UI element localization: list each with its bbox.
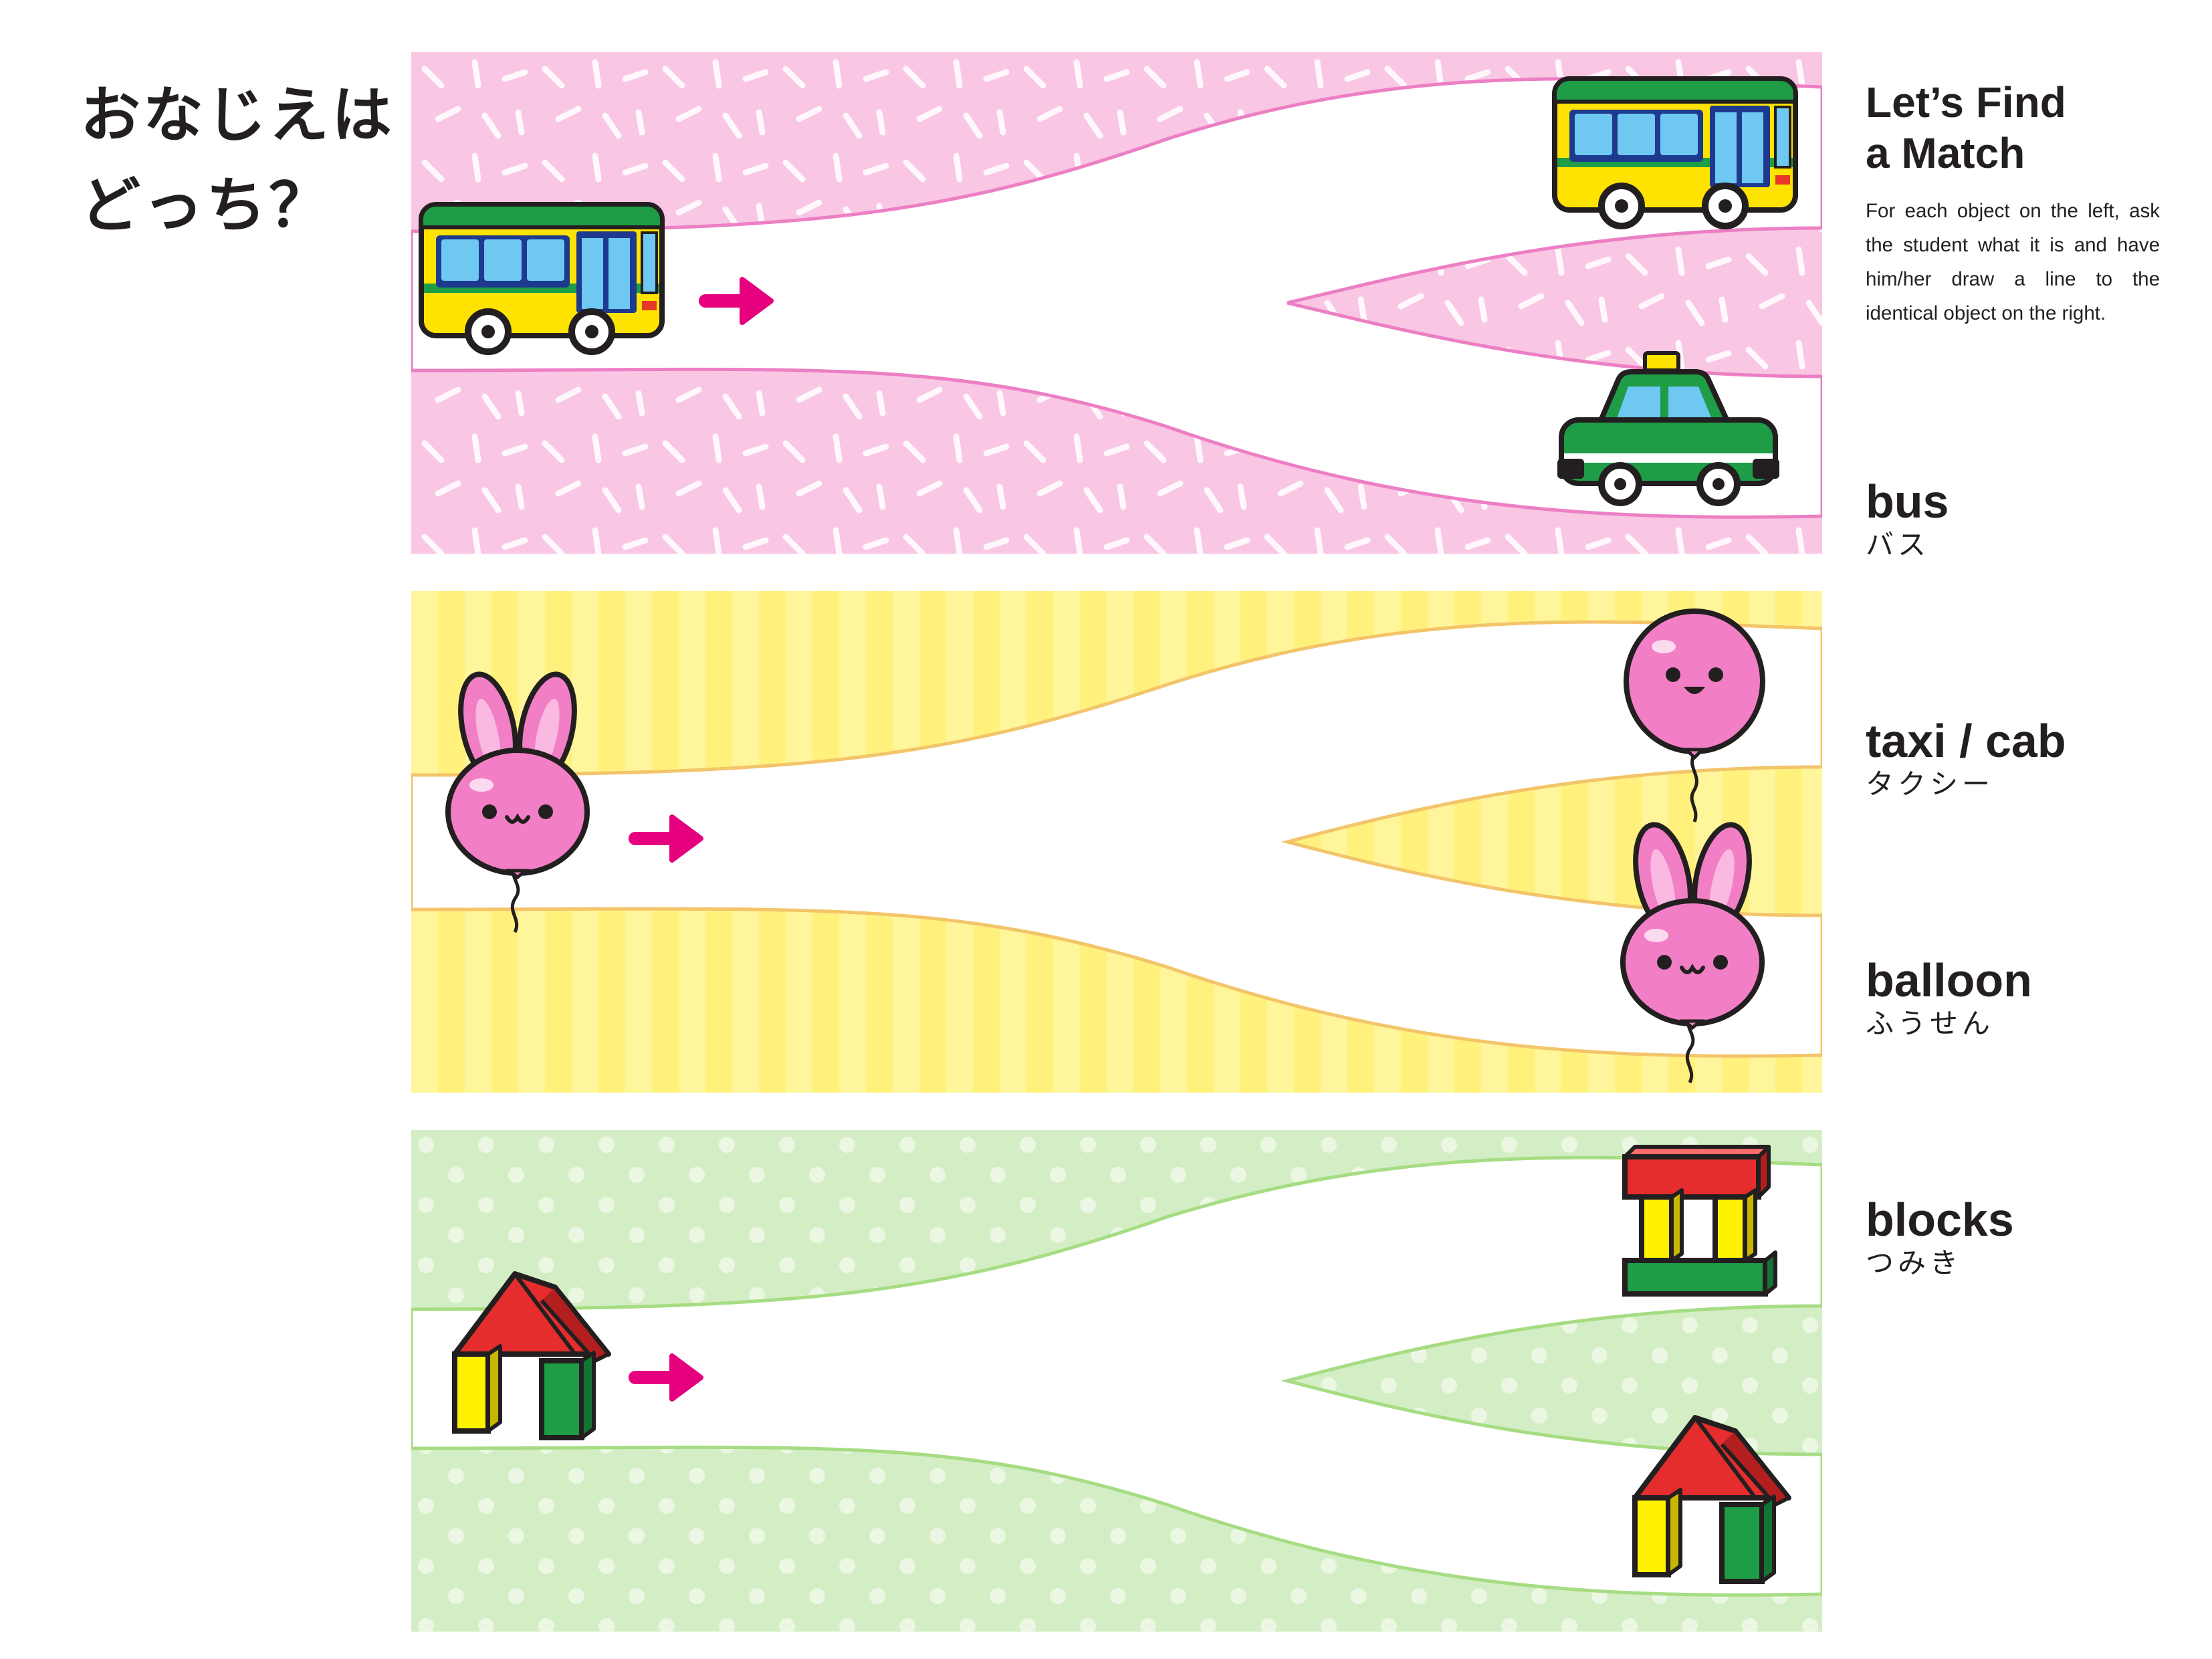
vocab-japanese: つみき — [1866, 1246, 1963, 1279]
vocab-english: taxi / cab — [1866, 715, 2066, 767]
bunny-balloon-icon[interactable] — [1620, 820, 1765, 1084]
vocab-japanese: バス — [1866, 528, 1930, 561]
block-house-icon[interactable] — [1632, 1415, 1791, 1584]
bus-icon[interactable] — [419, 202, 665, 355]
bus-icon[interactable] — [1552, 76, 1798, 229]
balloon-matching-panel — [411, 591, 1822, 1093]
vocab-english: blocks — [1866, 1194, 2014, 1246]
taxi-icon[interactable] — [1557, 351, 1779, 506]
block-house-icon[interactable] — [452, 1271, 611, 1440]
blocks-matching-panel — [411, 1130, 1822, 1632]
round-balloon-icon[interactable] — [1624, 609, 1765, 822]
vocab-item-blocks: blocks つみき — [1866, 1193, 2014, 1280]
vocab-japanese: タクシー — [1866, 768, 1995, 800]
vocab-english: balloon — [1866, 954, 2032, 1006]
block-gate-icon[interactable] — [1622, 1145, 1777, 1297]
road-path — [411, 1155, 1822, 1597]
bunny-balloon-icon[interactable] — [445, 669, 590, 933]
road-path — [411, 620, 1822, 1058]
road-path — [411, 77, 1822, 519]
page-title: おなじえはどっち？ — [80, 80, 395, 241]
vocab-item-bus: bus バス — [1866, 475, 1949, 562]
vocab-english: bus — [1866, 475, 1949, 528]
activity-heading: Let’s Find a Match — [1866, 78, 2066, 177]
vehicle-matching-panel — [411, 52, 1822, 554]
vocab-item-balloon: balloon ふうせん — [1866, 954, 2032, 1040]
vocab-item-taxi: taxi / cab タクシー — [1866, 714, 2066, 801]
instructions-text: For each object on the left, ask the stu… — [1866, 200, 2160, 324]
vocab-japanese: ふうせん — [1866, 1007, 1995, 1040]
